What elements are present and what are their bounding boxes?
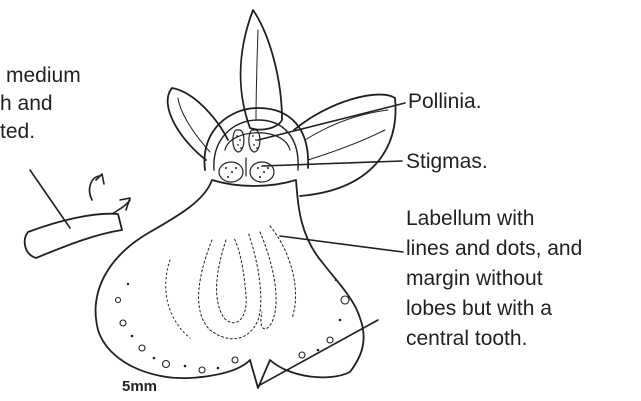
- ovary-label-line-3: ted.: [0, 118, 81, 146]
- labellum-label-line-3: margin without: [406, 264, 582, 294]
- pollinia-label: Pollinia.: [408, 88, 482, 116]
- labellum-label-line-4: lobes but with a: [406, 294, 582, 324]
- dorsal-sepal: [241, 10, 282, 130]
- labellum-label-line-5: central tooth.: [406, 324, 582, 354]
- labellum: [96, 180, 364, 388]
- scale-label: 5mm: [122, 378, 157, 395]
- ovary-label-line-2: h and: [0, 90, 81, 118]
- stigmas-label: Stigmas.: [406, 148, 488, 176]
- labellum-label-line-1: Labellum with: [406, 204, 582, 234]
- leader-stigmas: [262, 161, 402, 166]
- leader-ovary: [30, 170, 70, 228]
- ovary-label: medium h and ted.: [0, 62, 81, 146]
- labellum-label: Labellum with lines and dots, and margin…: [406, 204, 582, 354]
- ovary: [25, 214, 122, 258]
- pollinia-left: [233, 130, 244, 152]
- labellum-label-line-2: lines and dots, and: [406, 234, 582, 264]
- leader-labellum: [280, 236, 403, 252]
- ovary-label-line-1: medium: [6, 62, 81, 90]
